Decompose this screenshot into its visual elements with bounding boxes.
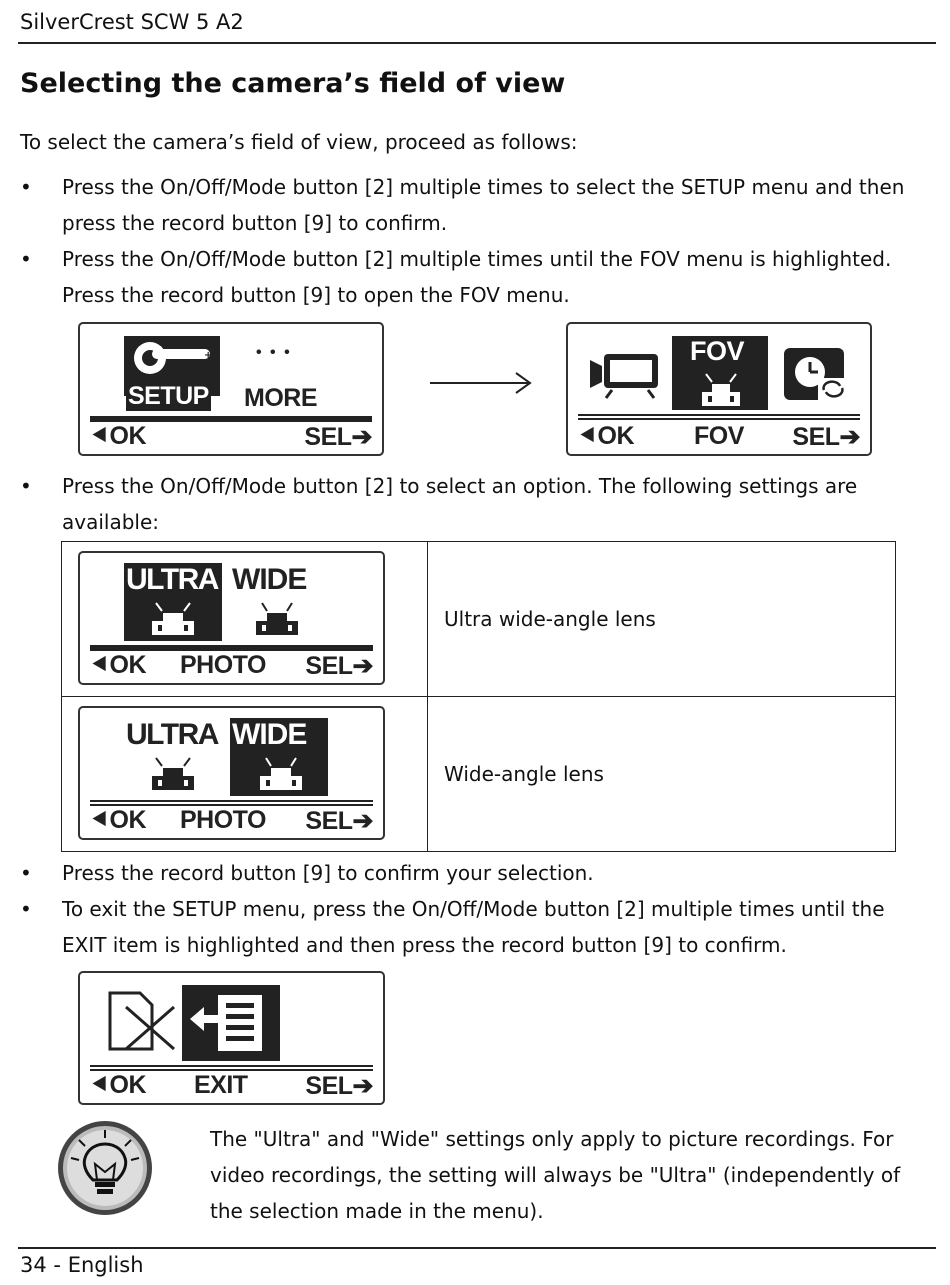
bullet-text: Press the record button [9] to confirm y…: [62, 861, 594, 885]
bullet-dot: •: [20, 474, 32, 498]
exit-label: EXIT: [194, 1071, 248, 1099]
more-label: MORE: [244, 384, 318, 412]
option-description: Wide-angle lens: [427, 696, 896, 852]
bullet-item: • Press the On/Off/Mode button [2] multi…: [20, 241, 920, 313]
fov-label: FOV: [694, 422, 744, 450]
footer-separator: -: [53, 1253, 61, 1277]
exit-menu-screen: ⯇OK EXIT SEL➔: [78, 971, 385, 1105]
sel-softkey: SEL➔: [792, 423, 860, 451]
exit-icon: [182, 985, 280, 1061]
progress-bar: [578, 414, 860, 420]
bullet-item: • To exit the SETUP menu, press the On/O…: [20, 891, 920, 963]
ok-softkey: ⯇OK: [90, 1071, 147, 1099]
option-description: Ultra wide-angle lens: [427, 541, 896, 697]
ok-softkey: ⯇OK: [90, 422, 147, 450]
timer-loop-icon: [780, 342, 852, 409]
fov-options-table: ULTRA WIDE: [61, 541, 896, 852]
intro-text: To select the camera’s field of view, pr…: [20, 130, 578, 154]
footer-language: English: [67, 1253, 144, 1277]
bullet-dot: •: [20, 897, 32, 921]
header-rule: [18, 42, 936, 44]
lightbulb-tip-icon: [58, 1121, 152, 1215]
fov-icon-label: FOV: [690, 336, 745, 366]
progress-bar: [90, 645, 373, 651]
sel-softkey: SEL➔: [305, 1072, 373, 1100]
svg-text:+: +: [204, 350, 212, 361]
sel-softkey: SEL➔: [305, 807, 373, 835]
camera-icon: [152, 602, 194, 635]
bullet-text: Press the On/Off/Mode button [2] multipl…: [62, 175, 905, 235]
ok-softkey: ⯇OK: [578, 422, 635, 450]
bullet-item: • Press the On/Off/Mode button [2] multi…: [20, 169, 920, 241]
document-header: SilverCrest SCW 5 A2: [20, 10, 244, 34]
ok-softkey: ⯇OK: [90, 651, 147, 679]
page-footer: 34 - English: [20, 1253, 144, 1277]
fov-menu-screen: FOV ⯇OK FOV SEL➔: [566, 322, 872, 456]
fov-icon: FOV: [672, 336, 768, 410]
bullet-text: To exit the SETUP menu, press the On/Off…: [62, 897, 885, 957]
progress-bar: [90, 416, 372, 422]
photo-label: PHOTO: [180, 651, 266, 679]
reset-icon: [108, 991, 175, 1051]
camera-icon: [260, 757, 302, 790]
more-dots: • • •: [256, 344, 292, 361]
setup-label: SETUP: [126, 382, 211, 411]
wide-label: WIDE: [232, 563, 307, 596]
right-arrow-icon: [430, 372, 532, 394]
bullet-item: • Press the On/Off/Mode button [2] to se…: [20, 468, 920, 540]
sel-softkey: SEL➔: [304, 423, 372, 451]
ultra-option-screen: ULTRA WIDE: [78, 551, 385, 685]
wide-label: WIDE: [232, 718, 307, 751]
photo-label: PHOTO: [180, 806, 266, 834]
ultra-label: ULTRA: [126, 563, 219, 596]
wide-option-screen: ULTRA WIDE: [78, 706, 385, 840]
bullet-text: Press the On/Off/Mode button [2] multipl…: [62, 247, 892, 307]
section-title: Selecting the camera’s field of view: [20, 68, 566, 99]
footer-rule: [18, 1247, 936, 1249]
page-number: 34: [20, 1253, 47, 1277]
ok-softkey: ⯇OK: [90, 806, 147, 834]
bullet-dot: •: [20, 175, 32, 199]
setup-menu-screen: + SETUP • • • MORE ⯇OK SEL➔: [78, 322, 384, 456]
camera-icon: [152, 757, 194, 790]
progress-bar: [90, 1065, 373, 1071]
video-camera-icon: [588, 348, 662, 405]
camera-icon: [256, 602, 298, 635]
ultra-label: ULTRA: [126, 718, 219, 751]
bullet-item: • Press the record button [9] to confirm…: [20, 855, 920, 891]
progress-bar: [90, 800, 373, 806]
sel-softkey: SEL➔: [305, 652, 373, 680]
table-row: ULTRA WIDE: [61, 541, 896, 697]
bullet-dot: •: [20, 247, 32, 271]
bullet-dot: •: [20, 861, 32, 885]
table-row: ULTRA WIDE: [61, 696, 896, 852]
option-image-cell: ULTRA WIDE: [61, 696, 428, 852]
option-image-cell: ULTRA WIDE: [61, 541, 428, 697]
bullet-text: Press the On/Off/Mode button [2] to sele…: [62, 474, 858, 534]
note-text: The "Ultra" and "Wide" settings only app…: [210, 1127, 901, 1223]
